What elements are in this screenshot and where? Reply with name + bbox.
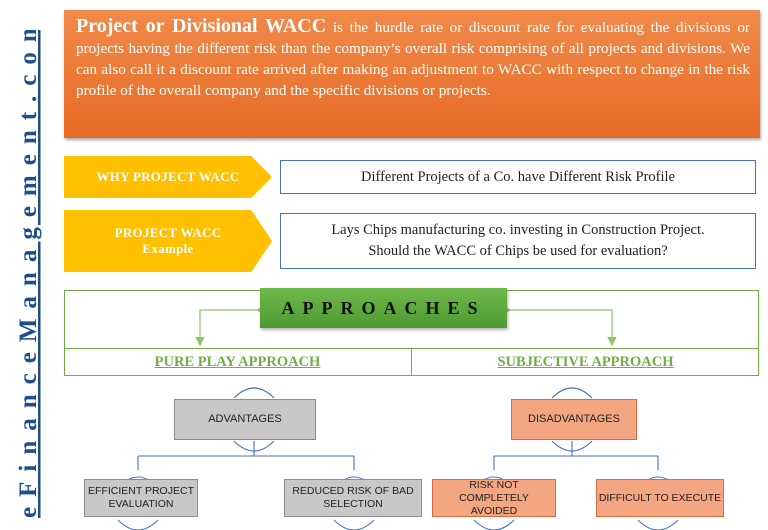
project-wacc-example-arrow: PROJECT WACC Example [64, 210, 272, 272]
advantages-box: ADVANTAGES [174, 399, 316, 440]
advantage-2-line1: REDUCED RISK OF BAD [292, 485, 414, 497]
disadvantage-1-line1: RISK NOT COMPLETELY [459, 478, 529, 504]
advantage-1-line2: EVALUATION [108, 498, 174, 510]
example-label-line1: PROJECT WACC [114, 225, 222, 240]
why-description-box: Different Projects of a Co. have Differe… [280, 160, 756, 194]
watermark-text: eFinanceManagement.com [15, 30, 42, 518]
disadvantage-difficult-to-execute: DIFFICULT TO EXECUTE [596, 479, 724, 517]
approaches-title: APPROACHES [260, 288, 507, 328]
disadvantage-risk-not-avoided: RISK NOT COMPLETELY AVOIDED [432, 479, 556, 517]
advantage-1-line1: EFFICIENT PROJECT [88, 485, 194, 497]
example-label-line2: Example [142, 241, 194, 256]
disadvantage-1-line2: AVOIDED [470, 504, 518, 517]
why-label: WHY PROJECT WACC [96, 169, 240, 184]
advantage-reduced-risk: REDUCED RISK OF BAD SELECTION [284, 479, 422, 517]
approaches-row: PURE PLAY APPROACH SUBJECTIVE APPROACH [64, 348, 759, 376]
advantage-efficient-evaluation: EFFICIENT PROJECT EVALUATION [84, 479, 198, 517]
example-text-line1: Lays Chips manufacturing co. investing i… [331, 222, 705, 238]
pure-play-approach: PURE PLAY APPROACH [154, 354, 321, 370]
intro-text: is the hurdle rate or discount rate for … [76, 19, 750, 99]
example-description-box: Lays Chips manufacturing co. investing i… [280, 213, 756, 269]
intro-lead: Project or Divisional WACC [76, 15, 327, 37]
advantage-2-line2: SELECTION [323, 498, 383, 510]
intro-box: Project or Divisional WACC is the hurdle… [64, 10, 760, 138]
why-project-wacc-arrow: WHY PROJECT WACC [64, 156, 272, 198]
site-watermark: eFinanceManagement.com [15, 30, 42, 518]
disadvantages-box: DISADVANTAGES [511, 399, 637, 440]
why-text: Different Projects of a Co. have Differe… [361, 168, 675, 185]
subjective-approach: SUBJECTIVE APPROACH [411, 349, 759, 376]
example-text-line2: Should the WACC of Chips be used for eva… [368, 243, 668, 259]
